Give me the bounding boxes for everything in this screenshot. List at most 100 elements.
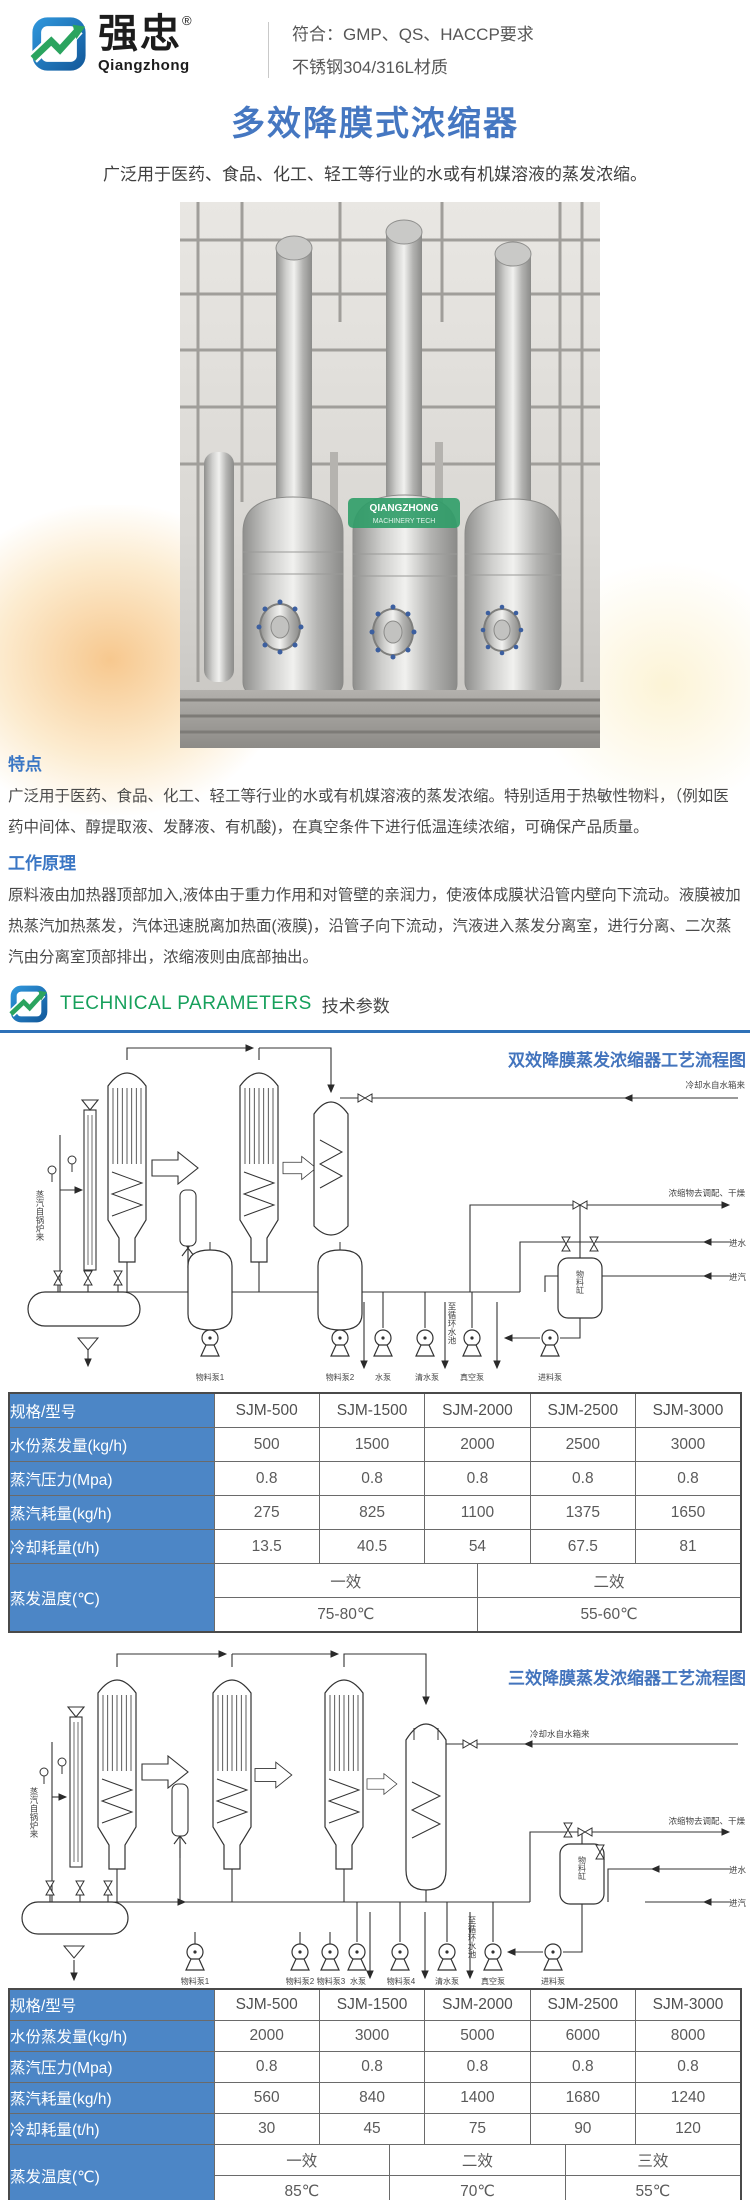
spec-cell: 75 (424, 2113, 531, 2145)
brand-name-cn: 强忠 (98, 12, 182, 56)
col-header: SJM-2500 (529, 1988, 637, 2021)
spec-cell: 45 (318, 2113, 426, 2145)
spec-cell: 2000 (213, 2020, 320, 2052)
table-row: 75-80℃ 55-60℃ (9, 1597, 742, 1633)
table-row: 蒸汽耗量(kg/h) 275 825 1100 1375 1650 (8, 1495, 742, 1530)
principle-body: 原料液由加热器顶部加入,液体由于重力作用和对管壁的亲润力，使液体成膜状沿管内壁向… (8, 887, 741, 966)
tank-label: 物料缸 (578, 1855, 587, 1880)
pump-2 (330, 1329, 350, 1357)
vapor-duct-1 (151, 1151, 199, 1185)
header-claims: 符合：GMP、QS、HACCP要求 不锈钢304/316L材质 (292, 18, 534, 84)
spec-cell: 0.8 (635, 2051, 742, 2083)
spec-cell: 40.5 (318, 1529, 426, 1564)
dual-effect-flow-diagram: 双效降膜蒸发浓缩器工艺流程图 (27, 1044, 746, 1382)
triple-effect-flow-diagram: 三效降膜蒸发浓缩器工艺流程图 (21, 1650, 746, 1985)
diagram1-title: 双效降膜蒸发浓缩器工艺流程图 (508, 1050, 746, 1070)
spec-cell: 0.8 (213, 1461, 320, 1496)
label-concentrate: 浓缩物去调配、干燥 (668, 1188, 745, 1198)
table-row: 规格/型号 SJM-500 SJM-1500 SJM-2000 SJM-2500… (8, 1392, 742, 1428)
pump-label: 真空泵 (481, 1976, 505, 1985)
label-concentrate: 浓缩物去调配、干燥 (668, 1816, 745, 1826)
spec-table-dual-effect: 规格/型号 SJM-500 SJM-1500 SJM-2000 SJM-2500… (8, 1392, 742, 1633)
label-to-pool: 至循环水池 (467, 1916, 477, 1959)
pump-7 (483, 1943, 503, 1971)
table-row: 冷却耗量(t/h) 30 45 75 90 120 (8, 2113, 742, 2145)
spec-cell: 90 (529, 2113, 637, 2145)
col-header: SJM-3000 (635, 1988, 742, 2021)
pump-label: 物料泵1 (181, 1976, 210, 1985)
table-row: 蒸汽压力(Mpa) 0.8 0.8 0.8 0.8 0.8 (8, 2051, 742, 2083)
tech-params-title-en: TECHNICAL PARAMETERS (60, 993, 312, 1014)
separator-1 (187, 1241, 233, 1331)
label-cooling-water: 冷却水自水箱来 (685, 1080, 745, 1090)
evaporator-2 (212, 1679, 252, 1870)
effect-cell: 一效 (213, 1563, 478, 1598)
principle-section: 工作原理 原料液由加热器顶部加入,液体由于重力作用和对管壁的亲润力，使液体成膜状… (8, 849, 744, 973)
row-label: 蒸汽耗量(kg/h) (8, 2082, 215, 2114)
table-row: 蒸汽压力(Mpa) 0.8 0.8 0.8 0.8 0.8 (8, 1461, 742, 1496)
diagram1-labels: 蒸汽自锅炉来 冷却水自水箱来 浓缩物去调配、干燥 进水 进汽 至循环水池 物料泵… (35, 1080, 746, 1382)
label-steam-in: 进汽 (729, 1898, 747, 1908)
label-steam-from-boiler: 蒸汽自锅炉来 (35, 1189, 45, 1242)
pump-3 (373, 1329, 393, 1357)
col-header: SJM-2000 (424, 1988, 531, 2021)
tank-label: 物料缸 (576, 1269, 585, 1294)
watermark-line2: MACHINERY TECH (373, 518, 436, 525)
col-header: SJM-1500 (318, 1392, 426, 1428)
pump-label: 物料泵2 (326, 1372, 355, 1382)
spec-cell: 81 (635, 1529, 742, 1564)
features-heading: 特点 (8, 755, 42, 774)
diagram2-labels: 蒸汽自锅炉来 冷却水自水箱来 浓缩物去调配、干燥 进水 进汽 至循环水池 物料泵… (29, 1729, 746, 1985)
spec-cell: 30 (213, 2113, 320, 2145)
pipe-network (49, 1650, 738, 1982)
condensate-drum (27, 1291, 141, 1351)
temp-cell: 85℃ (213, 2175, 391, 2200)
pump-label: 清水泵 (415, 1372, 439, 1382)
row-label: 冷却耗量(t/h) (8, 1529, 215, 1564)
spec-cell: 275 (213, 1495, 320, 1530)
table-row: 水份蒸发量(kg/h) 500 1500 2000 2500 3000 (8, 1427, 742, 1462)
claim-line-2: 不锈钢304/316L材质 (292, 58, 448, 77)
registered-mark: ® (182, 13, 192, 28)
effect-cell: 二效 (389, 2144, 566, 2176)
spec-cell: 0.8 (318, 1461, 426, 1496)
table-row: 蒸发温度(℃) 一效 二效 (8, 1563, 742, 1633)
pump-label: 物料泵1 (196, 1372, 225, 1382)
spec-cell: 1240 (635, 2082, 742, 2114)
col-header: 规格/型号 (8, 1988, 215, 2021)
spec-cell: 3000 (318, 2020, 426, 2052)
label-steam-in: 进汽 (729, 1272, 747, 1282)
spec-cell: 1400 (424, 2082, 531, 2114)
label-to-pool: 至循环水池 (447, 1302, 457, 1345)
brand-name-en: Qiangzhong (98, 57, 190, 74)
col-header: SJM-3000 (635, 1392, 742, 1428)
spec-cell: 1500 (318, 1427, 426, 1462)
row-label: 蒸发温度(℃) (8, 1563, 215, 1633)
product-photo: QIANGZHONG MACHINERY TECH (180, 202, 600, 748)
qiangzhong-logo-icon (30, 17, 86, 71)
evaporator-1 (107, 1072, 147, 1263)
claim-line-1: 符合：GMP、QS、HACCP要求 (292, 25, 534, 44)
table-row: 蒸发温度(℃) 一效 二效 三效 (8, 2144, 742, 2200)
spec-cell: 0.8 (529, 1461, 637, 1496)
separator-2 (317, 1241, 363, 1331)
condenser (405, 1723, 447, 1891)
vapor-duct-1 (141, 1755, 189, 1789)
table-row: 85℃ 70℃ 55℃ (9, 2175, 742, 2200)
pump-5 (462, 1329, 482, 1357)
table-row: 蒸汽耗量(kg/h) 560 840 1400 1680 1240 (8, 2082, 742, 2114)
pump-6 (437, 1943, 457, 1971)
spec-cell: 0.8 (213, 2051, 320, 2083)
row-label: 蒸汽压力(Mpa) (8, 1461, 215, 1496)
table-row: 规格/型号 SJM-500 SJM-1500 SJM-2000 SJM-2500… (8, 1988, 742, 2021)
tech-params-title-cn: 技术参数 (321, 996, 390, 1016)
spec-cell: 3000 (635, 1427, 742, 1462)
spec-cell: 2000 (424, 1427, 531, 1462)
col-header: SJM-2500 (529, 1392, 637, 1428)
spec-cell: 0.8 (424, 2051, 531, 2083)
spec-cell: 560 (213, 2082, 320, 2114)
tech-params-header: TECHNICAL PARAMETERS 技术参数 (8, 984, 390, 1024)
effect-cell: 一效 (213, 2144, 391, 2176)
page-subtitle: 广泛用于医药、食品、化工、轻工等行业的水或有机媒溶液的蒸发浓缩。 (103, 165, 647, 184)
